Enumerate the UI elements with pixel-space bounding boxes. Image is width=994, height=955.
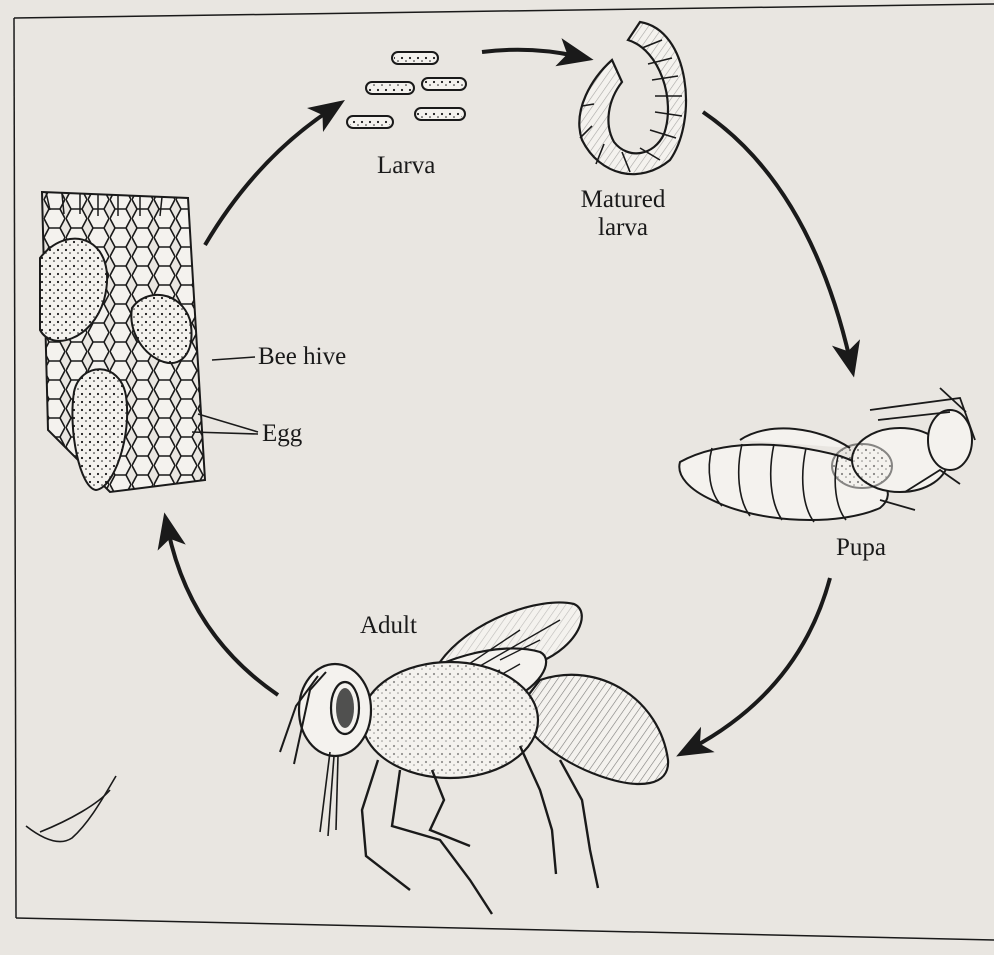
egg-label: Egg: [262, 420, 302, 448]
matured-larva-label-line2: larva: [566, 214, 680, 242]
larva-illustration: [347, 52, 466, 128]
bee-hive-pointer: [212, 357, 255, 360]
pen-mark: [26, 776, 116, 842]
pupa-label: Pupa: [836, 534, 886, 562]
bee-hive-illustration: [40, 192, 205, 492]
arrow-adult-to-hive: [168, 530, 278, 695]
adult-bee-illustration: [280, 602, 668, 914]
larva-label: Larva: [377, 152, 435, 180]
matured-larva-illustration: [579, 22, 686, 174]
arrow-matured-larva-to-pupa: [703, 112, 850, 360]
arrow-larva-to-matured-larva: [482, 50, 576, 56]
arrow-pupa-to-adult: [692, 578, 830, 748]
arrow-hive-to-larva: [205, 110, 330, 245]
matured-larva-label-line1: Matured: [566, 186, 680, 214]
pupa-illustration: [679, 388, 975, 522]
bee-hive-label: Bee hive: [258, 343, 346, 371]
egg-pointer-2: [198, 414, 258, 432]
adult-label: Adult: [360, 612, 417, 640]
matured-larva-label: Matured larva: [566, 186, 680, 242]
